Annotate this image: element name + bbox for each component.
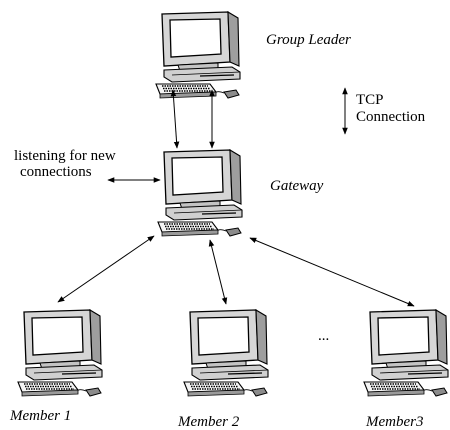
leader-gateway-link-left bbox=[170, 89, 180, 149]
member3-computer-icon bbox=[363, 309, 449, 397]
ellipsis-text: ... bbox=[318, 328, 329, 344]
gateway-label: Gateway bbox=[270, 178, 324, 194]
member1-computer-icon bbox=[17, 309, 103, 397]
leader-label: Group Leader bbox=[266, 32, 351, 48]
member1-label: Member 1 bbox=[9, 408, 71, 424]
member2-computer-icon bbox=[183, 309, 269, 397]
listening-label-line1: listening for new bbox=[14, 148, 116, 164]
tcp-label-line1: TCP bbox=[356, 92, 384, 108]
gateway-member2-link bbox=[208, 239, 228, 305]
gateway-member1-link bbox=[57, 235, 155, 303]
gateway-computer-icon bbox=[157, 149, 243, 237]
listening-label-line2: connections bbox=[20, 164, 92, 180]
leader-computer-icon bbox=[155, 11, 241, 99]
member3-label: Member3 bbox=[365, 414, 423, 430]
gateway-member3-link bbox=[249, 237, 415, 307]
tcp-label-line2: Connection bbox=[356, 109, 426, 125]
member2-label: Member 2 bbox=[177, 414, 240, 430]
